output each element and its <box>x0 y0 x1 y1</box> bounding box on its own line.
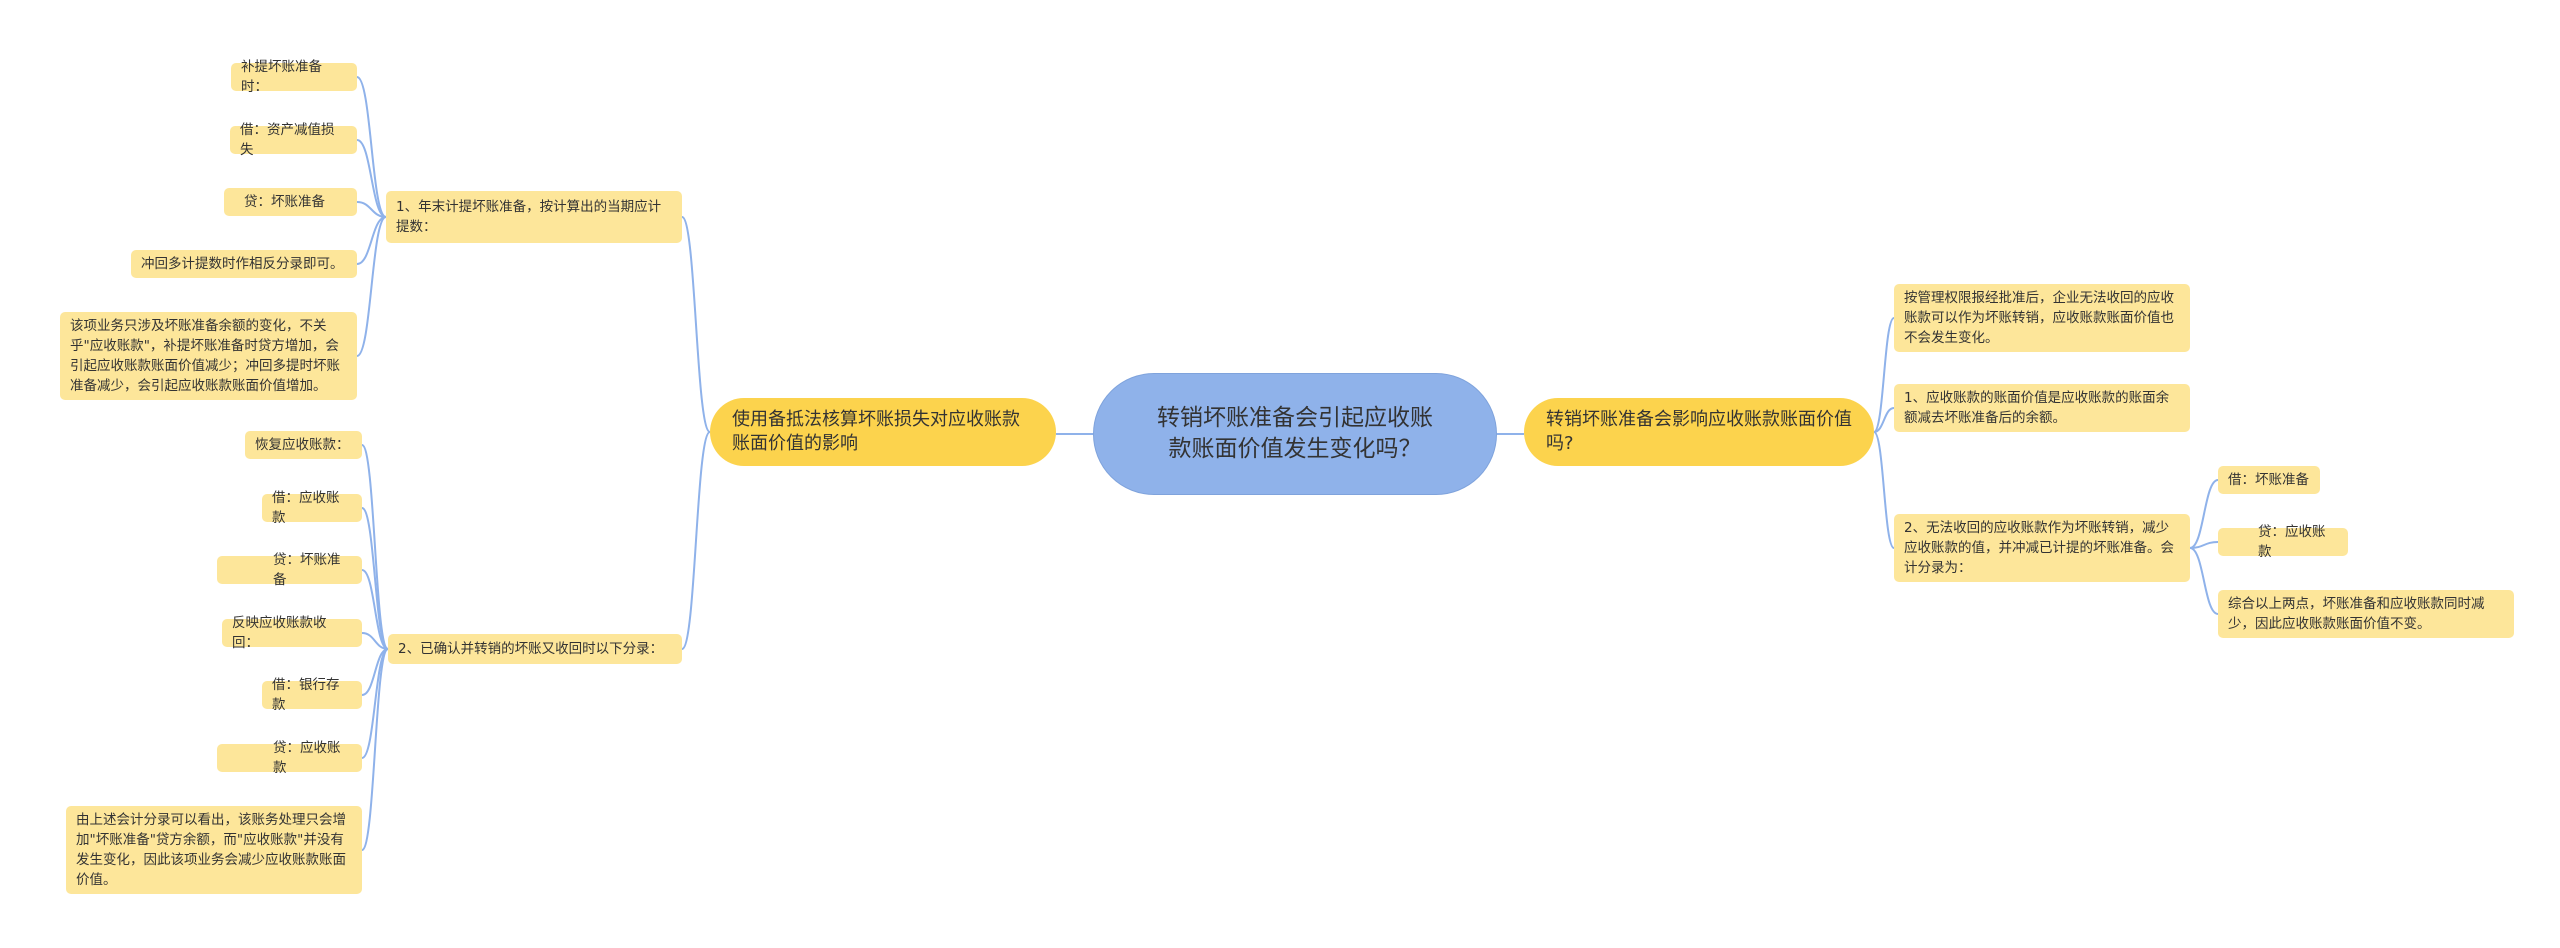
connector-left-group-2-item-7 <box>361 648 389 851</box>
left-group-2-item-5[interactable]: 借：银行存款 <box>262 677 362 713</box>
left-group-1-item-2[interactable]: 借：资产减值损失 <box>230 122 357 158</box>
root-topic-text: 转销坏账准备会引起应收账款账面价值发生变化吗？ <box>1157 405 1433 462</box>
right-main-topic[interactable]: 转销坏账准备会影响应收账款账面价值吗? <box>1524 398 1874 466</box>
connector-left-group-2-item-1 <box>361 444 389 650</box>
connector-left-group-2-item-2 <box>361 507 389 650</box>
connector-left-group-1-item-5 <box>356 216 387 357</box>
connector-left-group-2-item-4 <box>361 632 389 650</box>
connector-right-item-3-child-2 <box>2189 541 2219 549</box>
right-item-1-text: 按管理权限报经批准后，企业无法收回的应收账款可以作为坏账转销，应收账款账面价值也… <box>1904 290 2174 346</box>
left-group-1-item-1[interactable]: 补提坏账准备时： <box>231 59 357 95</box>
connector-right-item-3-child-1 <box>2189 479 2219 549</box>
left-group-1-item-3[interactable]: 贷：坏账准备 <box>224 188 357 216</box>
right-item-3-child-2[interactable]: 贷：应收账款 <box>2218 524 2348 560</box>
connector-left-group-2-item-3 <box>361 569 389 650</box>
left-group-2-item-3[interactable]: 贷：坏账准备 <box>217 552 362 588</box>
left-group-1-item-2-text: 借：资产减值损失 <box>240 122 335 158</box>
left-main-topic-text: 使用备抵法核算坏账损失对应收账款账面价值的影响 <box>732 409 1020 454</box>
left-group-2-item-1[interactable]: 恢复应收账款： <box>245 431 362 459</box>
connector-right-item-3-child-3 <box>2189 547 2219 615</box>
right-item-2-text: 1、应收账款的账面价值是应收账款的账面余额减去坏账准备后的余额。 <box>1904 390 2170 426</box>
connector-left-group-2 <box>681 431 711 650</box>
right-item-3-child-3-text: 综合以上两点，坏账准备和应收账款同时减少，因此应收账款账面价值不变。 <box>2228 596 2485 632</box>
left-group-1-item-5[interactable]: 该项业务只涉及坏账准备余额的变化，不关乎"应收账款"，补提坏账准备时贷方增加，会… <box>60 312 357 400</box>
left-group-1-item-4[interactable]: 冲回多计提数时作相反分录即可。 <box>131 250 357 278</box>
right-item-3-child-2-text: 贷：应收账款 <box>2258 524 2326 560</box>
left-group-2-item-5-text: 借：银行存款 <box>272 677 340 713</box>
connector-right-item-2 <box>1873 407 1895 433</box>
left-group-1-item-5-text: 该项业务只涉及坏账准备余额的变化，不关乎"应收账款"，补提坏账准备时贷方增加，会… <box>70 318 340 394</box>
left-group-2-item-7[interactable]: 由上述会计分录可以看出，该账务处理只会增加"坏账准备"贷方余额，而"应收账款"并… <box>66 806 362 894</box>
right-item-3-child-3[interactable]: 综合以上两点，坏账准备和应收账款同时减少，因此应收账款账面价值不变。 <box>2218 590 2514 638</box>
left-group-2-item-2[interactable]: 借：应收账款 <box>262 490 362 526</box>
left-group-2-item-4-text: 反映应收账款收回： <box>232 615 327 651</box>
left-group-1-topic[interactable]: 1、年末计提坏账准备，按计算出的当期应计提数： <box>386 191 682 243</box>
root-topic[interactable]: 转销坏账准备会引起应收账款账面价值发生变化吗？ <box>1093 373 1497 495</box>
left-group-2-item-6-text: 贷：应收账款 <box>273 740 341 776</box>
right-item-3-child-1-text: 借：坏账准备 <box>2228 472 2309 488</box>
connector-left-group-1 <box>681 216 711 433</box>
left-group-2-item-7-text: 由上述会计分录可以看出，该账务处理只会增加"坏账准备"贷方余额，而"应收账款"并… <box>76 812 346 888</box>
connector-left-group-1-item-1 <box>356 76 387 218</box>
right-item-3-child-1[interactable]: 借：坏账准备 <box>2218 466 2320 494</box>
left-group-1-text: 1、年末计提坏账准备，按计算出的当期应计提数： <box>396 199 662 235</box>
left-group-2-item-1-text: 恢复应收账款： <box>255 437 350 453</box>
left-group-2-item-2-text: 借：应收账款 <box>272 490 340 526</box>
left-group-1-item-4-text: 冲回多计提数时作相反分录即可。 <box>141 256 344 272</box>
left-group-2-item-4[interactable]: 反映应收账款收回： <box>222 615 362 651</box>
connector-right-item-1 <box>1873 317 1895 433</box>
left-group-1-item-1-text: 补提坏账准备时： <box>241 59 322 95</box>
left-group-2-text: 2、已确认并转销的坏账又收回时以下分录： <box>398 641 664 657</box>
right-item-1[interactable]: 按管理权限报经批准后，企业无法收回的应收账款可以作为坏账转销，应收账款账面价值也… <box>1894 284 2190 352</box>
left-group-2-item-6[interactable]: 贷：应收账款 <box>217 740 362 776</box>
right-main-topic-text: 转销坏账准备会影响应收账款账面价值吗? <box>1546 409 1852 454</box>
connector-left-group-1-item-3 <box>356 201 387 218</box>
left-group-1-item-3-text: 贷：坏账准备 <box>244 194 325 210</box>
connector-left-group-1-item-2 <box>356 139 387 218</box>
right-item-3-text: 2、无法收回的应收账款作为坏账转销，减少应收账款的值，并冲减已计提的坏账准备。会… <box>1904 520 2174 576</box>
connector-right-item-3 <box>1873 431 1895 549</box>
left-group-2-topic[interactable]: 2、已确认并转销的坏账又收回时以下分录： <box>388 634 682 664</box>
left-main-topic[interactable]: 使用备抵法核算坏账损失对应收账款账面价值的影响 <box>710 398 1056 466</box>
connector-left-group-1-item-4 <box>356 216 387 265</box>
right-item-2[interactable]: 1、应收账款的账面价值是应收账款的账面余额减去坏账准备后的余额。 <box>1894 384 2190 432</box>
left-group-2-item-3-text: 贷：坏账准备 <box>273 552 341 588</box>
right-item-3[interactable]: 2、无法收回的应收账款作为坏账转销，减少应收账款的值，并冲减已计提的坏账准备。会… <box>1894 514 2190 582</box>
